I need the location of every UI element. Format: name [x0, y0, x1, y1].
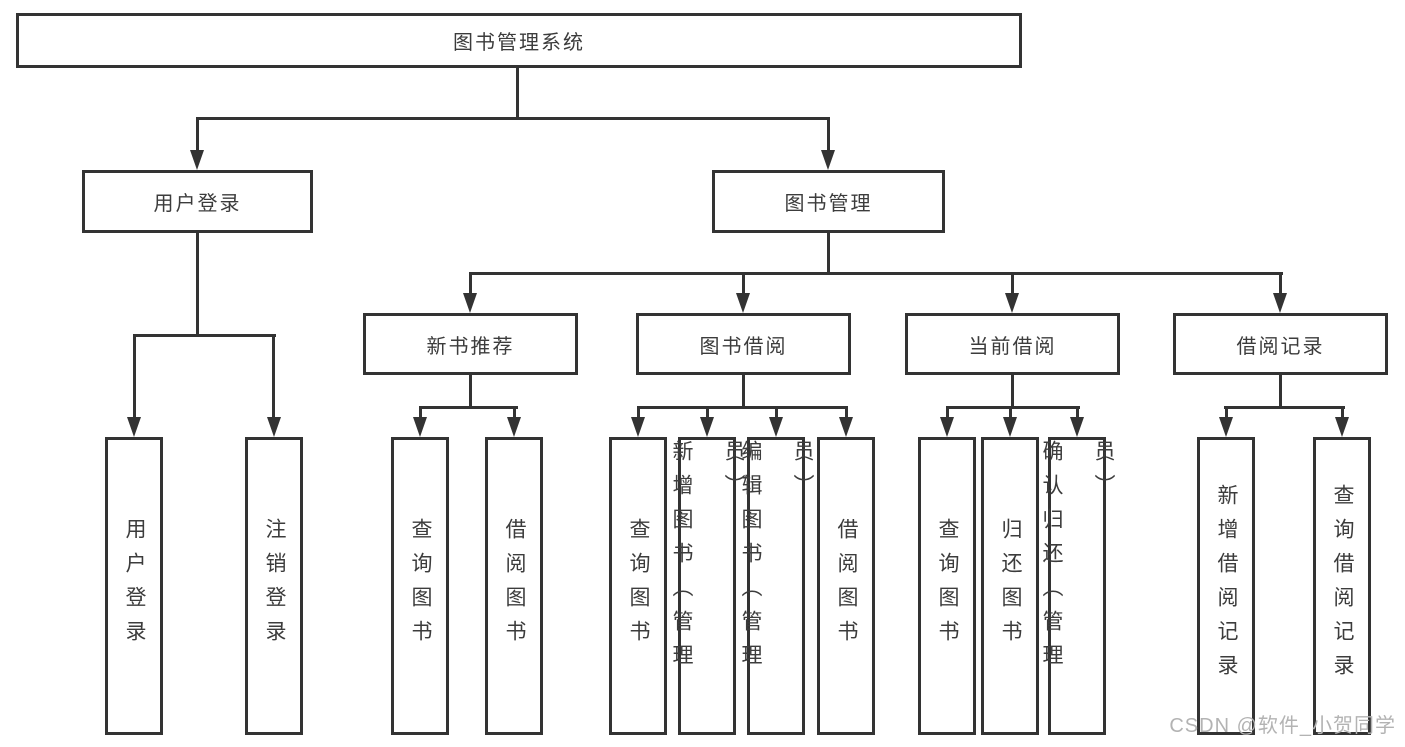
arrow-to-leaf: [769, 417, 783, 437]
leaf-label: 归还图书: [999, 518, 1022, 654]
leaf-label: 新增图书（管理员）: [670, 440, 745, 678]
leaf-confirm-return-admin: 确认归还（管理员）: [1040, 437, 1115, 735]
connector-stem: [1076, 406, 1079, 420]
connector-stem-borrow-records: [1279, 272, 1282, 295]
node-current-borrow: 当前借阅: [905, 313, 1120, 375]
connector-root-bus: [196, 117, 830, 120]
leaf-label: 查询图书: [936, 518, 959, 654]
leaf-add-books-admin: 新增图书（管理员）: [670, 437, 745, 735]
connector-stem-current-borrow: [1011, 272, 1014, 295]
arrow-to-leaf: [1070, 417, 1084, 437]
leaf-borrow-books-recommend: 借阅图书: [485, 437, 543, 735]
connector-stem: [513, 406, 516, 420]
leaf-return-books: 归还图书: [981, 437, 1039, 735]
connector-stem: [1009, 406, 1012, 420]
connector-book-borrow-trunk: [742, 375, 745, 409]
arrow-to-leaf: [839, 417, 853, 437]
leaf-label: 用户登录: [123, 518, 146, 654]
csdn-watermark: CSDN @软件_小贺同学: [1169, 715, 1396, 737]
leaf-query-borrow-record: 查询借阅记录: [1313, 437, 1371, 735]
leaf-label: 借阅图书: [503, 518, 526, 654]
arrow-to-user-login: [190, 150, 204, 170]
leaf-add-borrow-record: 新增借阅记录: [1197, 437, 1255, 735]
leaf-label: 确认归还（管理员）: [1040, 440, 1115, 678]
arrow-to-leaf: [631, 417, 645, 437]
connector-new-book-bus: [419, 406, 518, 409]
leaf-label: 注销登录: [263, 518, 286, 654]
arrow-to-book-management: [821, 150, 835, 170]
connector-stem-new-book: [469, 272, 472, 295]
leaf-label: 查询图书: [627, 518, 650, 654]
arrow-to-leaf: [1335, 417, 1349, 437]
leaf-label: 借阅图书: [835, 518, 858, 654]
connector-stem: [946, 406, 949, 420]
connector-stem-book-borrow: [742, 272, 745, 295]
leaf-user-login: 用户登录: [105, 437, 163, 735]
leaf-query-books-current: 查询图书: [918, 437, 976, 735]
node-book-management: 图书管理: [712, 170, 945, 233]
arrow-to-leaf: [1219, 417, 1233, 437]
arrow-to-current-borrow: [1005, 293, 1019, 313]
leaf-query-books-recommend: 查询图书: [391, 437, 449, 735]
connector-borrow-records-bus: [1224, 406, 1345, 409]
connector-stem: [775, 406, 778, 420]
leaf-label: 查询图书: [409, 518, 432, 654]
node-book-borrow: 图书借阅: [636, 313, 851, 375]
connector-stem-user-login: [196, 117, 199, 153]
connector-stem: [1225, 406, 1228, 420]
arrow-to-leaf: [940, 417, 954, 437]
arrow-to-leaf: [1003, 417, 1017, 437]
node-root: 图书管理系统: [16, 13, 1022, 68]
connector-borrow-records-trunk: [1279, 375, 1282, 409]
arrow-to-new-book: [463, 293, 477, 313]
connector-book-management-bus: [469, 272, 1283, 275]
connector-current-borrow-bus: [946, 406, 1080, 409]
connector-stem: [706, 406, 709, 420]
leaf-label: 查询借阅记录: [1331, 484, 1354, 688]
arrow-to-borrow-records: [1273, 293, 1287, 313]
node-borrow-records: 借阅记录: [1173, 313, 1388, 375]
node-new-book-recommend: 新书推荐: [363, 313, 578, 375]
arrow-to-leaf: [507, 417, 521, 437]
connector-root-trunk: [516, 68, 519, 120]
leaf-logout: 注销登录: [245, 437, 303, 735]
connector-stem-leaf-user-login: [133, 334, 136, 419]
connector-new-book-trunk: [469, 375, 472, 409]
leaf-borrow-books: 借阅图书: [817, 437, 875, 735]
arrow-to-leaf-user-login: [127, 417, 141, 437]
leaf-edit-books-admin: 编辑图书（管理员）: [739, 437, 814, 735]
leaf-label: 新增借阅记录: [1215, 484, 1238, 688]
connector-stem: [419, 406, 422, 420]
connector-stem: [1341, 406, 1344, 420]
connector-user-login-trunk: [196, 233, 199, 337]
connector-stem-leaf-logout: [272, 334, 275, 419]
connector-book-borrow-bus: [637, 406, 848, 409]
arrow-to-leaf: [413, 417, 427, 437]
connector-user-login-bus: [133, 334, 276, 337]
leaf-query-books-borrow: 查询图书: [609, 437, 667, 735]
connector-book-management-trunk: [827, 233, 830, 275]
connector-stem-book-management: [827, 117, 830, 153]
arrow-to-leaf: [700, 417, 714, 437]
leaf-label: 编辑图书（管理员）: [739, 440, 814, 678]
connector-stem: [637, 406, 640, 420]
connector-stem: [845, 406, 848, 420]
arrow-to-book-borrow: [736, 293, 750, 313]
connector-current-borrow-trunk: [1011, 375, 1014, 409]
arrow-to-leaf-logout: [267, 417, 281, 437]
node-user-login: 用户登录: [82, 170, 313, 233]
